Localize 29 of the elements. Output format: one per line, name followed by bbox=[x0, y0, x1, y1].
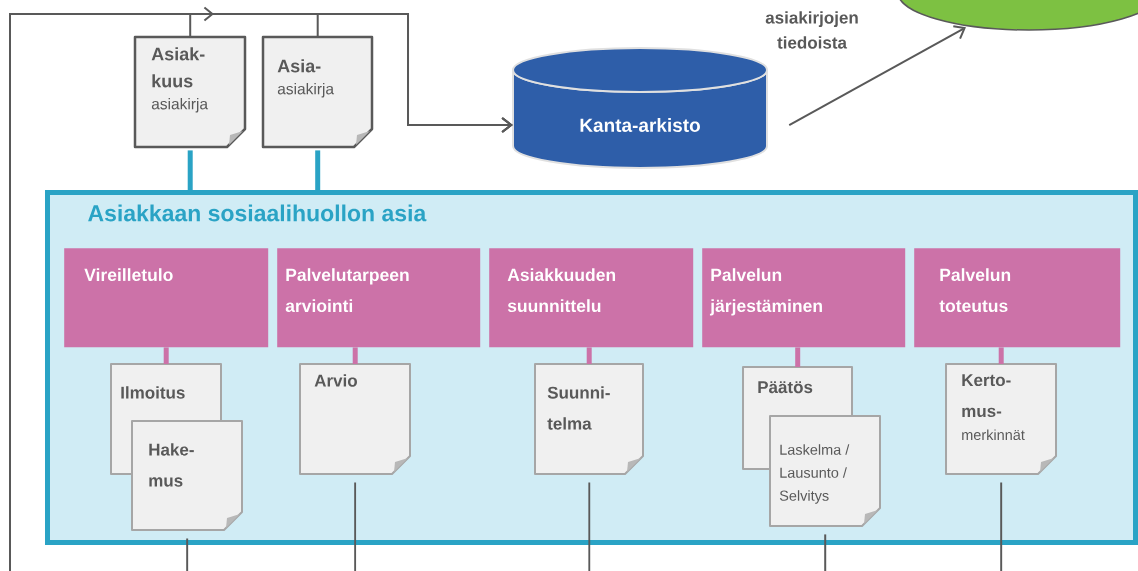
document: Asia- asiakirja bbox=[261, 35, 374, 149]
phase-box: Palvelun järjestäminen bbox=[702, 248, 906, 348]
connector bbox=[795, 347, 801, 367]
connector bbox=[824, 533, 827, 571]
document: Laskelma / Lausunto / Selvitys bbox=[769, 415, 881, 527]
connector bbox=[998, 347, 1004, 364]
connector bbox=[588, 481, 591, 571]
connector bbox=[352, 347, 358, 364]
connector bbox=[1000, 481, 1003, 571]
connector bbox=[186, 537, 189, 571]
phase-box: Vireilletulo bbox=[64, 248, 269, 348]
connector bbox=[163, 347, 169, 364]
phase-box: Palvelutarpeen arviointi bbox=[277, 248, 481, 348]
document: Arvio bbox=[299, 363, 411, 475]
connector bbox=[788, 25, 966, 126]
connector bbox=[315, 150, 321, 190]
phase-box: Asiakkuuden suunnittelu bbox=[489, 248, 694, 348]
edge-label: asiakirjojen tiedoista bbox=[765, 11, 858, 49]
database-cylinder: Kanta-arkisto bbox=[512, 47, 768, 169]
connector bbox=[187, 150, 193, 190]
connector bbox=[586, 347, 592, 364]
document: Asiak-kuus asiakirja bbox=[133, 35, 247, 149]
ellipse bbox=[897, 0, 1138, 31]
document: Hake-mus bbox=[131, 420, 243, 531]
phase-box: Palvelun toteutus bbox=[914, 248, 1121, 348]
connector bbox=[316, 13, 513, 133]
connector bbox=[354, 481, 357, 571]
document: Suunni-telma bbox=[534, 363, 644, 475]
document: Kerto-mus- merkinnät bbox=[945, 363, 1057, 475]
